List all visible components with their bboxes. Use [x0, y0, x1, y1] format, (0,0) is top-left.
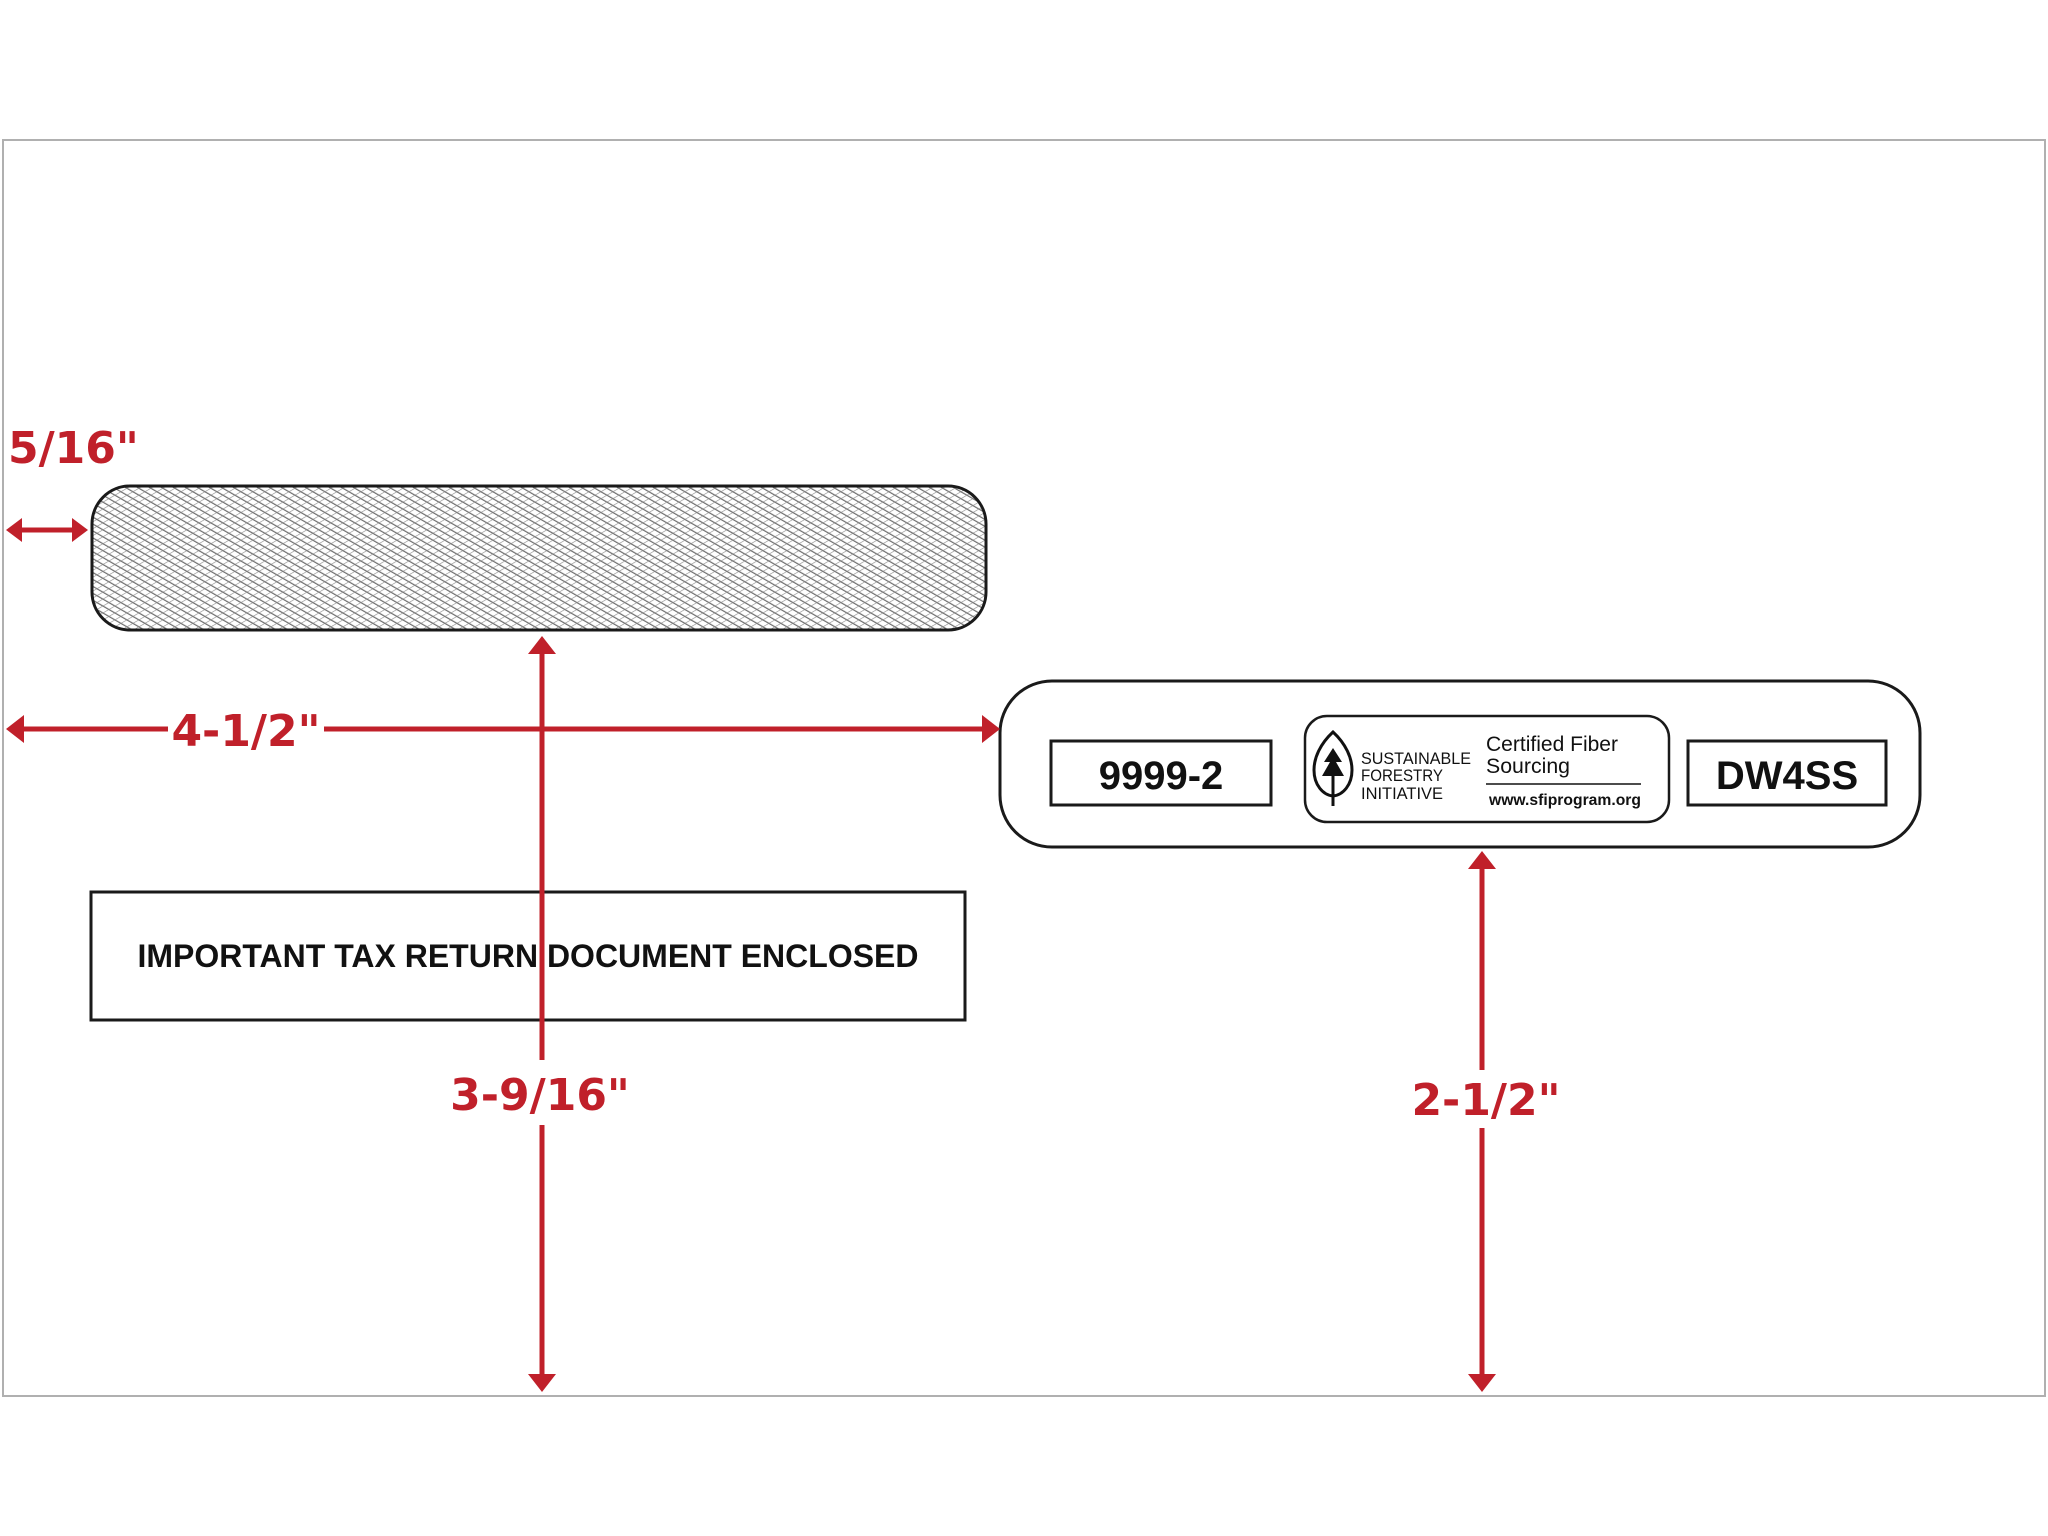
- product-number-box: [1049, 739, 1273, 807]
- dim-left-margin-label: 5/16": [8, 423, 139, 474]
- dim-window-height-label: 3-9/16": [450, 1070, 630, 1121]
- sfi-cert-line1: Certified Fiber: [1486, 733, 1618, 756]
- sfi-url: www.sfiprogram.org: [1488, 792, 1641, 809]
- dim-right-window-height-label: 2-1/2": [1411, 1075, 1560, 1126]
- sfi-org-line1: SUSTAINABLE: [1361, 749, 1471, 768]
- product-code-box: [1686, 739, 1888, 807]
- tree-icon: [1312, 729, 1354, 806]
- dim-window-width-label: 4-1/2": [171, 706, 320, 757]
- sfi-org-line3: INITIATIVE: [1361, 784, 1443, 803]
- sfi-cert-line2: Sourcing: [1486, 755, 1570, 778]
- notice-box: IMPORTANT TAX RETURN DOCUMENT ENCLOSED: [89, 890, 967, 1022]
- dimension-lines: [6, 518, 1496, 1392]
- sfi-org-line2: FORESTRY: [1361, 766, 1443, 785]
- product-number: 9999-2: [1099, 754, 1224, 798]
- product-code: DW4SS: [1716, 754, 1858, 798]
- return-address-window: [90, 484, 988, 632]
- notice-text: IMPORTANT TAX RETURN DOCUMENT ENCLOSED: [137, 938, 918, 974]
- sfi-logo: SUSTAINABLE FORESTRY INITIATIVE Certifie…: [1303, 714, 1671, 824]
- recipient-window: 9999-2 SUSTAINABLE FORESTRY INITIATIVE C…: [998, 679, 1922, 849]
